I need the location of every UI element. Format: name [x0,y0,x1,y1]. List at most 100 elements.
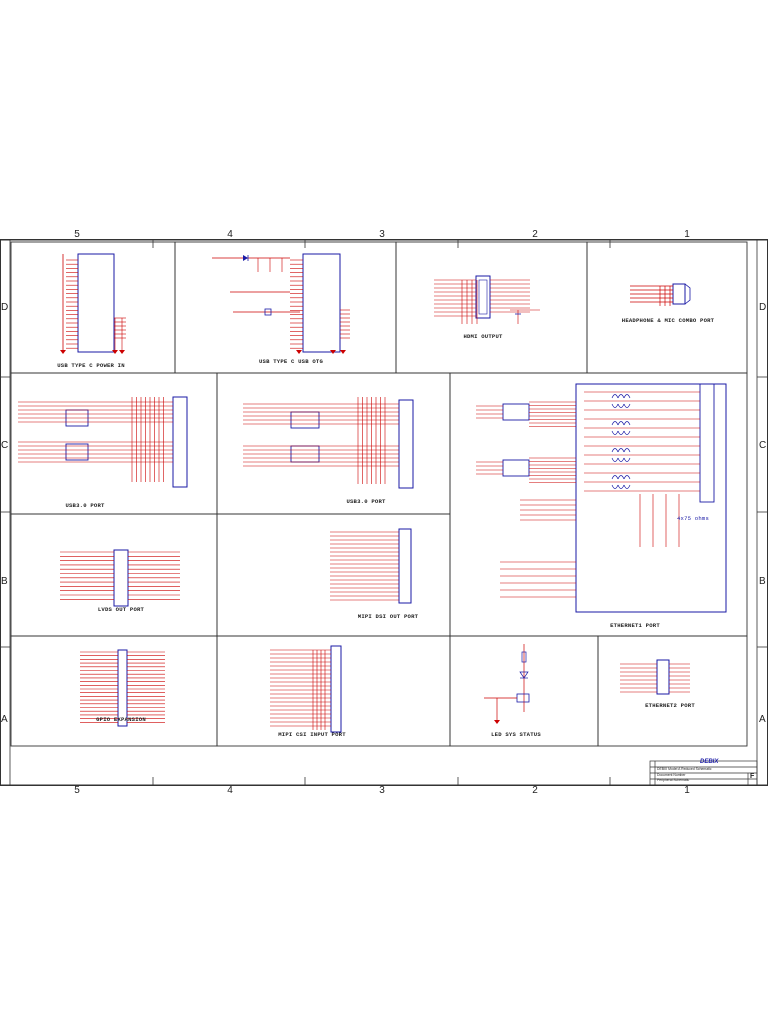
schematic-drawing [0,239,768,786]
block-usb-c-otg [174,241,397,374]
transformer-coil [611,430,619,435]
usb3-left-circuit [18,396,188,488]
label-ethernet1: ETHERNET1 PORT [610,622,660,629]
transformer-coil [611,421,619,426]
usb3-left-connector [172,396,188,488]
row-marker-c-left: C [1,440,9,451]
transformer-coil [617,448,625,453]
hdmi-connector [475,275,491,319]
transformer-coil [611,457,619,462]
block-usb3-left [10,372,218,515]
transformer-coil [623,457,631,462]
lvds-wires [60,551,180,600]
title-rev: F [750,773,755,780]
block-ethernet2 [597,635,748,747]
block-headphone [586,241,748,374]
col-marker-3-top: 3 [379,229,385,240]
usb-c-otg-circuit [212,253,350,354]
led-circuit [484,644,530,724]
title-block [649,760,758,786]
transformer-coil [617,403,625,408]
col-marker-3-bottom: 3 [379,785,385,796]
label-lvds: LVDS OUT PORT [97,606,145,613]
gpio-wires [80,651,165,723]
column-ticks [0,240,768,785]
ethernet1-magjack [575,383,727,613]
row-marker-a-right: A [759,714,766,725]
transformer-coil [617,394,625,399]
block-usb-c-power [10,241,176,374]
audio-jack [672,283,686,305]
transformer-coil [623,394,631,399]
transformer-coil [617,430,625,435]
col-marker-1-top: 1 [684,229,690,240]
row-marker-c-right: C [759,440,767,451]
title-row2: Document Number [657,773,686,777]
gpio-header [117,649,128,727]
usb-c-otg-wires [257,258,350,349]
transformer-coil [623,475,631,480]
usb3-mid-connector [398,399,414,489]
headphone-circuit [630,283,691,306]
label-usb3-left: USB3.0 PORT [65,502,105,509]
label-mipi-dsi: MIPI DSI OUT PORT [357,613,419,620]
label-headphone: HEADPHONE & MIC COMBO PORT [621,317,715,324]
usb-c-power-ic [77,253,115,353]
label-usb3-mid: USB3.0 PORT [346,498,386,505]
col-marker-4-top: 4 [227,229,233,240]
block-usb3-mid [216,372,451,515]
row-marker-a-left: A [1,714,8,725]
ethernet2-wires [620,663,690,693]
ethernet1-circuit [476,383,727,613]
label-eth-note: 4x75 ohms [676,515,710,522]
label-gpio: GPIO EXPANSION [96,716,146,723]
usb-c-otg-ic [302,253,341,353]
label-hdmi: HDMI OUTPUT [463,333,503,340]
col-marker-2-bottom: 2 [532,785,538,796]
transformer-coil [617,457,625,462]
gpio-circuit [80,649,165,727]
transformer-coil [623,421,631,426]
ethernet1-transformers [611,394,631,489]
schematic-sheet: 5 4 3 2 1 5 4 3 2 1 D C B A D C B A USB … [0,229,768,796]
transformer-coil [623,484,631,489]
row-marker-b-left: B [1,576,8,587]
usb3-mid-wires [243,397,399,484]
ethernet2-connector [656,659,670,695]
label-usb-c-otg: USB TYPE C USB OTG [258,358,324,365]
transformer-coil [617,484,625,489]
label-ethernet2: ETHERNET2 PORT [645,702,695,709]
usb3-left-wires [18,397,173,482]
label-led: LED SYS STATUS [491,731,541,738]
label-usb-c-power: USB TYPE C POWER IN [57,362,125,369]
col-marker-2-top: 2 [532,229,538,240]
usb-c-power-wires [66,259,126,350]
headphone-wires [630,285,673,306]
col-marker-4-bottom: 4 [227,785,233,796]
block-hdmi [395,241,588,374]
mipi-csi-connector [330,645,342,733]
block-borders [10,241,748,747]
row-marker-d-right: D [759,302,767,313]
transformer-coil [611,448,619,453]
title-company: DEBIX [700,759,719,765]
mipi-csi-wires [270,649,331,730]
transformer-coil [611,403,619,408]
usb3-mid-circuit [243,397,414,489]
block-ethernet1 [449,372,748,637]
usb-c-power-circuit [60,253,126,354]
col-marker-1-bottom: 1 [684,785,690,796]
transformer-coil [611,484,619,489]
row-marker-d-left: D [1,302,9,313]
mipi-dsi-connector [398,528,412,604]
block-mipi-csi [216,635,451,747]
mipi-csi-circuit [270,645,342,733]
mipi-dsi-circuit [330,528,412,604]
title-row3: Peripheral Schematic [657,778,690,782]
transformer-coil [623,403,631,408]
ethernet2-circuit [620,659,690,695]
transformer-coil [617,421,625,426]
lvds-circuit [60,549,180,607]
ethernet1-wires [476,391,700,598]
transformer-coil [623,448,631,453]
